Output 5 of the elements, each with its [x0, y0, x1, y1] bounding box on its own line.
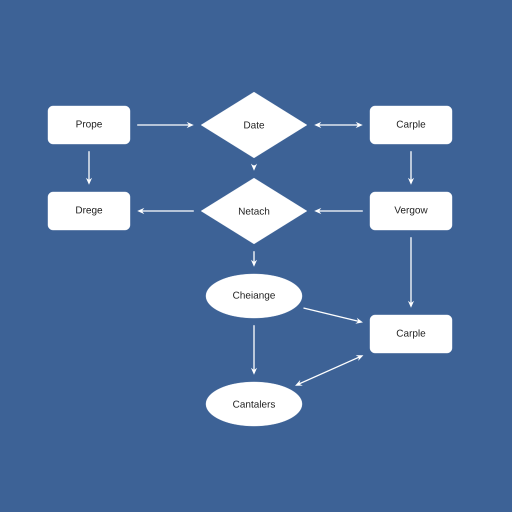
process-box: Drege: [48, 192, 130, 230]
process-box: Prope: [48, 106, 130, 144]
process-box: Carple: [370, 314, 452, 354]
process-box: Carple: [370, 106, 452, 144]
process-box: Vergow: [370, 192, 452, 230]
